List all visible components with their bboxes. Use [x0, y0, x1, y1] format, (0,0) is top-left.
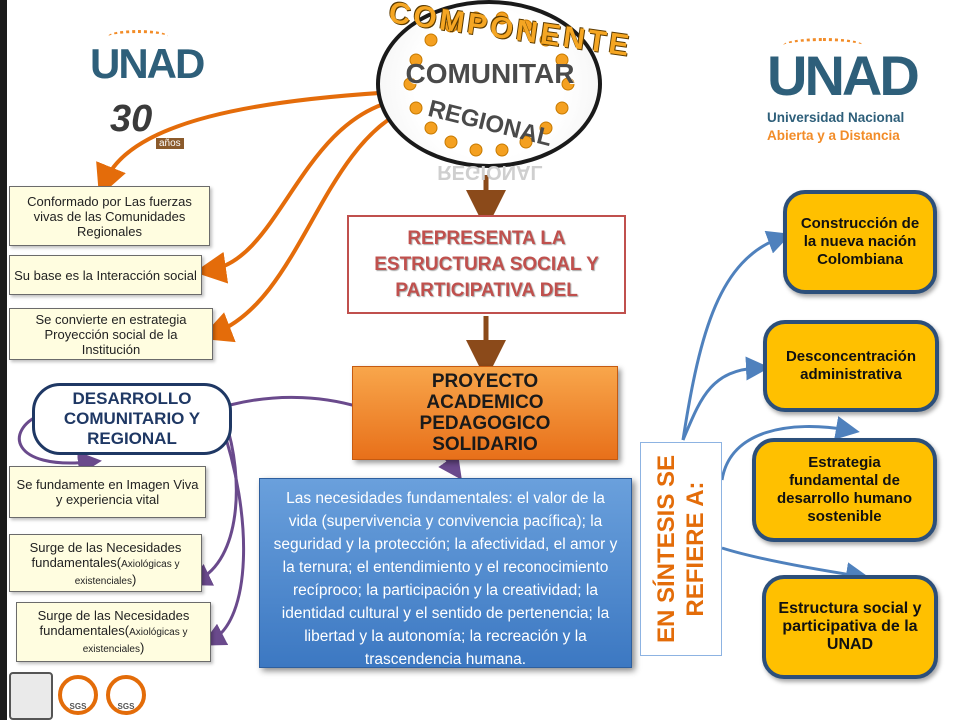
title-reflection: REGIONAL	[437, 161, 543, 183]
shield-logo	[9, 672, 53, 720]
blue-arrow-1	[681, 230, 792, 441]
box-conformado: Conformado por Las fuerzas vivas de las …	[9, 186, 210, 246]
right-box-estrategia: Estrategia fundamental de desarrollo hum…	[752, 438, 937, 542]
unad-30-logo: UNAD 30 años	[88, 30, 218, 160]
desarrollo-box: DESARROLLO COMUNITARIO Y REGIONAL	[32, 383, 232, 455]
right-box-estructura: Estructura social y participativa de la …	[762, 575, 938, 679]
right-box-construccion: Construcción de la nueva nación Colombia…	[783, 190, 937, 294]
logo-anos-text: años	[156, 138, 184, 149]
blue-arrow-4	[721, 546, 870, 586]
unad-right-text: UNAD	[767, 44, 920, 107]
necesidades-text-box: Las necesidades fundamentales: el valor …	[259, 478, 632, 668]
logo-right-dots	[783, 38, 863, 53]
left-edge-bar	[0, 0, 7, 720]
box-necesidades-1: Surge de las Necesidades fundamentales(A…	[9, 534, 202, 592]
title-people-ring	[403, 11, 575, 157]
necesidades-1-end: )	[131, 572, 137, 587]
arrow-to-estrategia	[200, 108, 406, 343]
sgs-badge-2: SGS	[106, 675, 146, 715]
blue-arrow-3	[720, 416, 860, 481]
arrow-to-interaccion	[194, 98, 399, 284]
logo-dots	[108, 30, 168, 43]
sgs-badge-1: SGS	[58, 675, 98, 715]
unad-left-text: UNAD	[90, 40, 205, 87]
box-necesidades-2: Surge de las Necesidades fundamentales(A…	[16, 602, 211, 662]
title-main-text: COMUNITAR	[405, 58, 575, 89]
representa-box: REPRESENTA LA ESTRUCTURA SOCIAL Y PARTIC…	[347, 215, 626, 314]
right-box-desconcentracion: Desconcentración administrativa	[763, 320, 939, 412]
blue-arrow-2	[681, 356, 770, 441]
necesidades-2-end: )	[139, 640, 145, 655]
box-proyeccion: Se convierte en estrategia Proyección so…	[9, 308, 213, 360]
proyecto-box: PROYECTO ACADEMICO PEDAGOGICO SOLIDARIO	[352, 366, 618, 460]
unad-logo-right: UNAD Universidad Nacional Abierta y a Di…	[765, 38, 935, 158]
purple-link-3	[201, 419, 246, 646]
arrow-to-conformado	[96, 90, 396, 197]
unad-right-line1: Universidad Nacional	[767, 110, 905, 125]
necesidades-2-small: Axiológicas y existenciales	[82, 627, 188, 655]
logo-30-number: 30	[110, 98, 153, 140]
box-interaccion: Su base es la Interacción social	[9, 255, 202, 295]
sintesis-box: EN SÍNTESIS SE REFIERE A:	[640, 442, 722, 656]
necesidades-1-main: Surge de las Necesidades fundamentales(	[29, 540, 182, 570]
unad-right-line2: Abierta y a Distancia	[767, 128, 900, 143]
sintesis-text: EN SÍNTESIS SE REFIERE A:	[653, 454, 709, 644]
necesidades-1-small: Axiológicas y existenciales	[74, 559, 180, 587]
purple-link-1	[17, 413, 102, 476]
box-imagen-viva: Se fundamente en Imagen Viva y experienc…	[9, 466, 206, 518]
purple-link-2	[187, 419, 238, 586]
necesidades-2-main: Surge de las Necesidades fundamentales(	[37, 608, 190, 638]
